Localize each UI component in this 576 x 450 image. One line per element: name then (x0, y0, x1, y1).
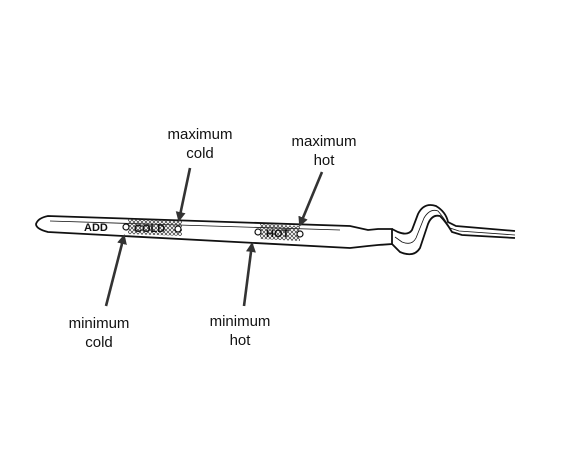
max-cold-hole (174, 225, 182, 233)
max-hot-hole (296, 230, 304, 238)
add-label: ADD (84, 222, 108, 234)
cold-band (128, 219, 182, 236)
cold-label: COLD (134, 223, 165, 235)
min-hot-hole (254, 228, 262, 236)
callout-maximum-cold: maximum cold (145, 125, 255, 163)
callout-minimum-hot: minimum hot (185, 312, 295, 350)
callout-maximum-hot-line2: hot (313, 152, 335, 169)
callout-minimum-hot-line1: minimum (209, 313, 271, 330)
arrow-maximum-cold (175, 167, 192, 222)
arrow-minimum-hot (242, 242, 256, 307)
min-cold-hole (122, 223, 130, 231)
callout-minimum-cold: minimum cold (44, 314, 154, 352)
arrow-minimum-cold (104, 234, 127, 307)
callout-minimum-hot-line2: hot (229, 332, 251, 349)
callout-maximum-cold-line1: maximum (167, 126, 233, 143)
callout-maximum-cold-line2: cold (186, 145, 214, 162)
callout-minimum-cold-line2: cold (85, 334, 113, 351)
callout-maximum-hot-line1: maximum (291, 133, 357, 150)
hot-band (260, 224, 300, 241)
callout-maximum-hot: maximum hot (269, 132, 379, 170)
arrow-maximum-hot (298, 171, 324, 227)
dipstick-handle (391, 204, 516, 256)
callout-minimum-cold-line1: minimum (68, 315, 130, 332)
hot-label: HOT (266, 228, 290, 240)
